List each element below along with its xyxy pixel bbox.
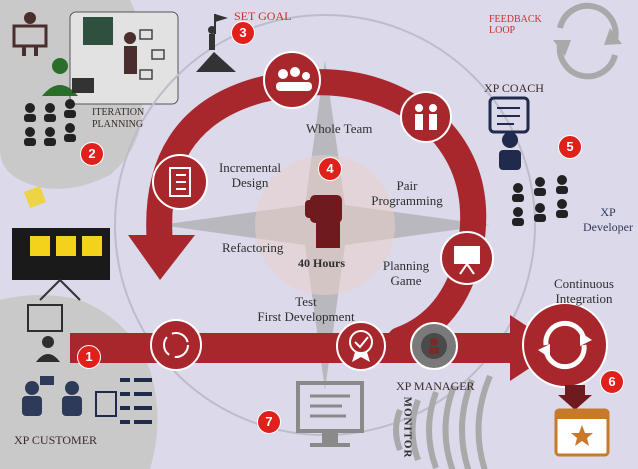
continuous-integration-node xyxy=(522,302,608,388)
cycle-icon xyxy=(163,332,189,358)
whiteboard-icon xyxy=(454,246,480,264)
badge-1: 1 xyxy=(77,345,101,369)
meeting-icon xyxy=(22,376,82,416)
whole-team-label: Whole Team xyxy=(306,121,373,136)
xp-manager-label: XP MANAGER xyxy=(396,379,475,393)
refactoring-label: Refactoring xyxy=(222,240,284,255)
shopping-person-icon xyxy=(27,304,63,362)
incremental-design-label: Incremental Design xyxy=(218,160,282,190)
document-list-icon xyxy=(95,378,152,424)
refactoring-node xyxy=(150,319,202,371)
forty-hours-label: 40 Hours xyxy=(298,256,346,270)
badge-6: 6 xyxy=(600,370,624,394)
sticky-board-icon xyxy=(12,228,110,301)
fist-icon xyxy=(305,195,342,248)
xp-developer-label: XP Developer xyxy=(583,205,633,234)
team-icon xyxy=(278,69,288,79)
feedback-loop-label: FEEDBACK LOOP xyxy=(489,14,542,36)
badge-5: 5 xyxy=(558,135,582,159)
pair-programming-label: Pair Programming xyxy=(371,178,443,208)
badge-4: 4 xyxy=(318,157,342,181)
continuous-integration-label: Continuous Integration xyxy=(554,276,614,306)
loop-arrowhead xyxy=(128,235,195,280)
down-arrow xyxy=(558,385,592,410)
set-goal-label: SET GOAL xyxy=(234,9,292,23)
sticky-notes-icon xyxy=(24,186,46,208)
xp-customer-label: XP CUSTOMER xyxy=(14,433,98,447)
badge-2: 2 xyxy=(80,142,104,166)
xp-manager-node xyxy=(410,322,458,370)
coach-icon xyxy=(488,96,530,170)
planning-board-icon xyxy=(83,17,165,80)
developer-group-icon xyxy=(512,175,568,226)
team-group-icon xyxy=(24,99,76,146)
whole-team-node xyxy=(263,51,321,109)
laptop-person-icon xyxy=(42,58,78,96)
monitor-icon xyxy=(296,381,364,447)
feedback-loop-icon xyxy=(556,2,619,80)
badge-7: 7 xyxy=(257,410,281,434)
pair-icon xyxy=(415,104,423,112)
incremental-design-node xyxy=(152,154,208,210)
presenter-icon xyxy=(12,12,48,56)
climber-icon xyxy=(196,14,236,72)
xp-coach-label: XP COACH xyxy=(484,81,544,95)
pair-programming-node xyxy=(400,91,452,143)
planning-game-node xyxy=(440,231,494,285)
release-arrow-shaft xyxy=(70,333,540,363)
laptop xyxy=(72,78,94,93)
design-icon xyxy=(169,167,191,197)
planning-game-label: Planning Game xyxy=(382,258,430,288)
signal-waves xyxy=(393,374,493,469)
sync-icon xyxy=(543,320,587,346)
badge-3: 3 xyxy=(231,21,255,45)
test-first-node xyxy=(336,321,386,371)
iteration-planning-label: ITERATION PLANNING xyxy=(92,107,145,130)
test-first-label: Test First Development xyxy=(257,294,355,324)
monitor-label: MONITOR xyxy=(401,396,414,459)
